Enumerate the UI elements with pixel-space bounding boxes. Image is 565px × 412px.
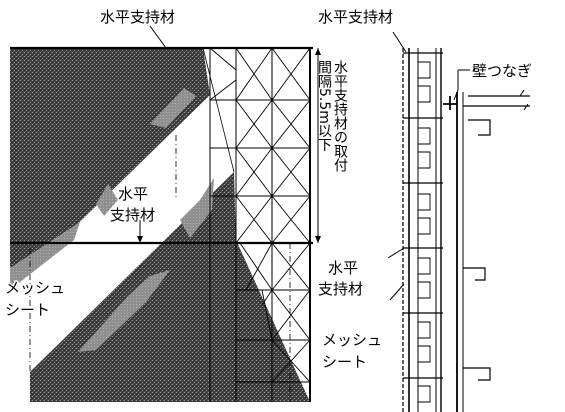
label-top-right-horizontal-member: 水平支持材 (318, 8, 393, 26)
label-right-horizontal-member: 水平 支持材 (318, 259, 363, 298)
label-right-mesh-sheet: メッシュ シート (322, 331, 387, 371)
scaffold-frame (10, 46, 313, 402)
mesh-sheet-tear-3 (180, 178, 214, 238)
mesh-sheet-upper (10, 48, 210, 286)
spacing-dimension (315, 48, 321, 243)
leader-center-arrowhead (137, 236, 143, 243)
mesh-sheet-elevation: 水平支持材 水平 支持材 メッシュ シート 水平支持材の取付 間隔5.5m以下 (4, 8, 348, 402)
leader-wall-tie (453, 70, 459, 101)
label-wall-tie: 壁つなぎ (472, 62, 532, 80)
label-spacing-note-2: 間隔5.5m以下 (316, 60, 332, 152)
leader-right-mesh (389, 283, 405, 301)
mesh-sheet-tear-1 (10, 222, 80, 290)
label-center-horizontal-member: 水平 支持材 (110, 185, 155, 224)
leader-top-right (392, 31, 407, 53)
label-top-left-horizontal-member: 水平支持材 (100, 8, 175, 26)
mesh-sheet-tear-5 (150, 88, 196, 128)
section-view (387, 31, 530, 412)
leader-top-left (149, 25, 167, 49)
label-left-mesh-sheet: メッシュ シート (5, 279, 70, 319)
leader-right-member (387, 247, 405, 259)
label-spacing-note: 水平支持材の取付 (332, 60, 348, 173)
mesh-sheet-tear-4 (96, 184, 118, 216)
wall-tie (443, 96, 457, 110)
guide-lines (29, 135, 291, 402)
mesh-sheet-tear-2 (78, 270, 170, 352)
